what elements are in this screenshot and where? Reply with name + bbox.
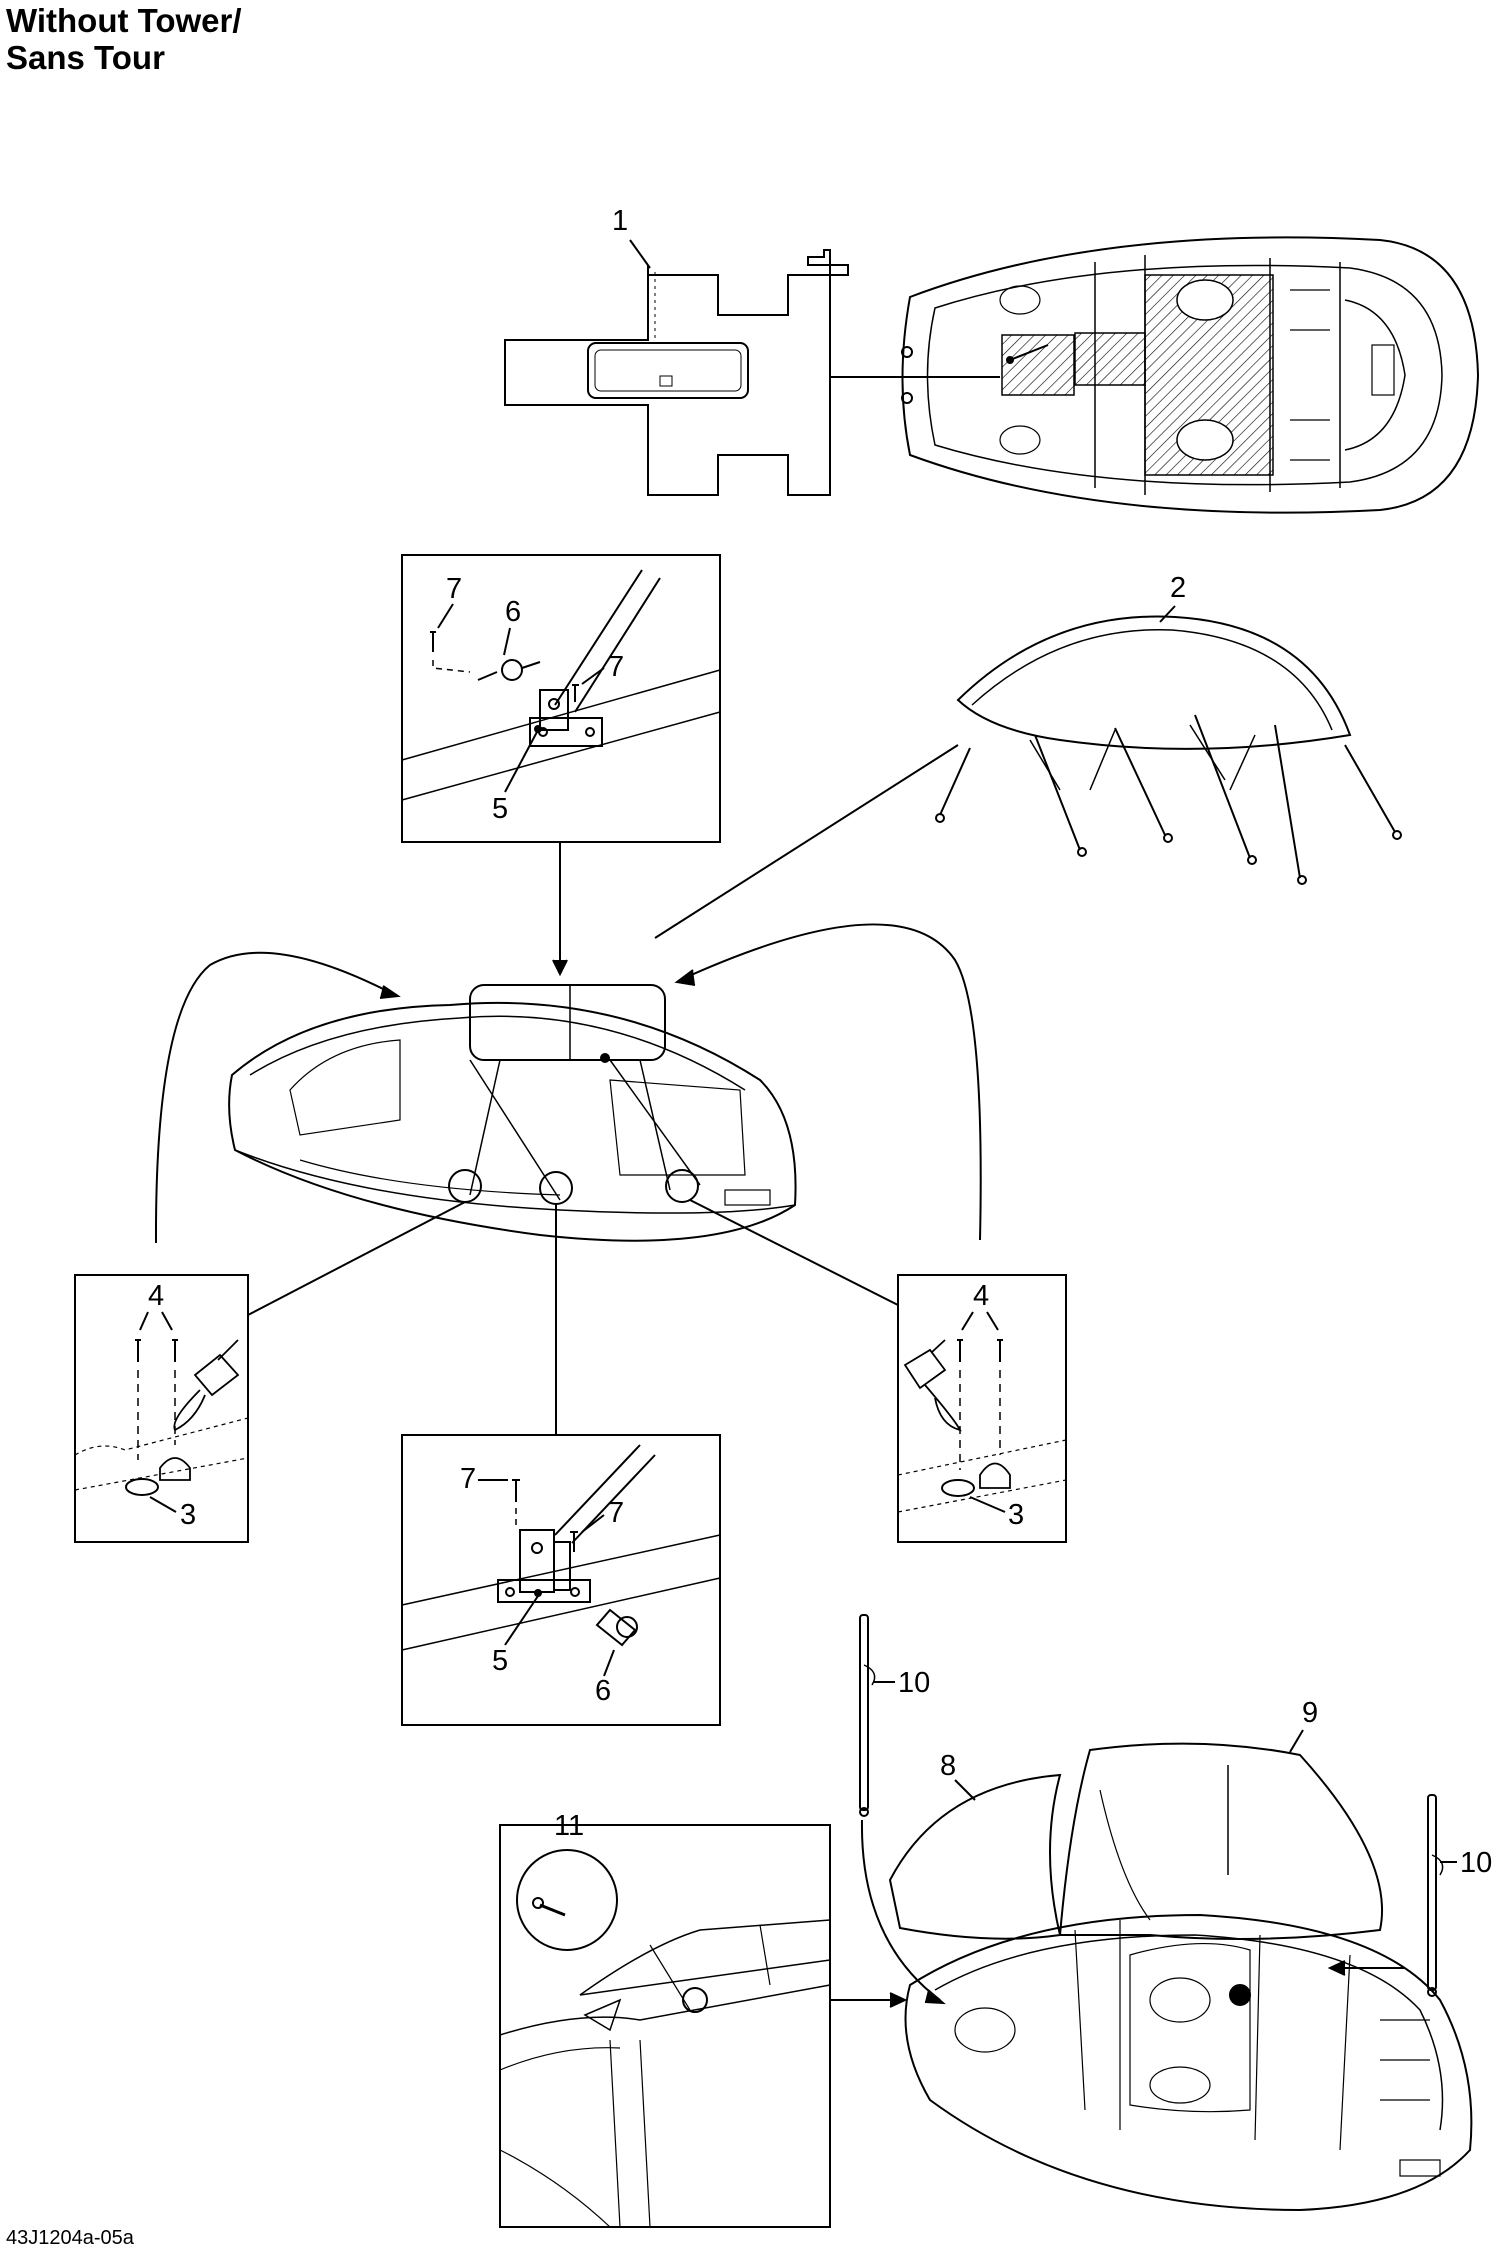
callout-1-leader: [629, 239, 651, 269]
snap-detail-box: [499, 1824, 831, 2228]
callout-3-left: 3: [180, 1499, 196, 1531]
callout-5-upper: 5: [492, 793, 508, 825]
left-strap-detail-box: [74, 1274, 249, 1543]
support-pole-right: [1427, 1794, 1444, 1997]
right-box-connector: [689, 1199, 899, 1306]
callout-3-right-leader: [969, 1496, 1006, 1513]
callout-1: 1: [612, 205, 628, 237]
callout-9: 9: [1302, 1697, 1318, 1729]
mount-point-center: [539, 1171, 573, 1205]
callout-7-upper-left: 7: [446, 573, 462, 605]
upper-fitting-detail: [401, 569, 721, 801]
callout-2: 2: [1170, 572, 1186, 604]
callout-4-right: 4: [973, 1280, 989, 1312]
diagram-title: Without Tower/ Sans Tour: [6, 2, 242, 76]
curve-arrowhead-left: [379, 985, 401, 999]
cockpit-cover-part: [1058, 1742, 1384, 1940]
callout-6-lower: 6: [595, 1675, 611, 1707]
callout-7-upper-left-leader: [437, 603, 454, 629]
callout-7-upper-right-leader: [581, 667, 605, 685]
boat-bottom-view: [904, 1913, 1473, 2212]
callout-3-left-leader: [149, 1496, 177, 1513]
upper-box-arrowhead: [552, 959, 568, 977]
curve-connector-right: [679, 923, 982, 1241]
mount-point-left: [448, 1169, 482, 1203]
snap-box-arrowhead: [889, 1992, 908, 2008]
callout-11: 11: [554, 1810, 584, 1842]
boat-top-view: [901, 236, 1480, 514]
mount-point-right: [665, 1169, 699, 1203]
title-line-2: Sans Tour: [6, 39, 165, 76]
bimini-top-part: [935, 615, 1402, 885]
callout-6-upper-leader: [503, 627, 511, 656]
callout-10-left: 10: [898, 1667, 930, 1699]
pole-connector: [860, 1819, 941, 2001]
floor-mat-part: [504, 249, 849, 496]
bow-cover-part: [888, 1773, 1062, 1940]
callout-7-lower-right-leader: [581, 1514, 605, 1533]
callout-4-left-leaders: [139, 1311, 173, 1331]
callout-6-upper: 6: [505, 596, 521, 628]
callout-5-lower-leader: [504, 1595, 539, 1646]
snap-detail: [499, 1849, 831, 2228]
title-line-1: Without Tower/: [6, 2, 242, 39]
callout-9-leader: [1289, 1729, 1304, 1753]
callout-8: 8: [940, 1750, 956, 1782]
boat-center-view: [228, 984, 797, 1242]
mat-target-line: [1009, 344, 1049, 361]
callout-10-right: 10: [1460, 1847, 1492, 1879]
pole-connector-arrowhead: [924, 1989, 946, 2005]
callout-4-left: 4: [148, 1280, 164, 1312]
lower-fitting-detail-box: [401, 1434, 721, 1726]
callout-7-lower-right: 7: [608, 1497, 624, 1529]
figure-code: 43J1204a-05a: [6, 2227, 134, 2249]
callout-6-lower-leader: [603, 1649, 615, 1677]
left-box-connector: [247, 1201, 466, 1316]
mat-target-dot: [1006, 356, 1014, 364]
right-strap-detail: [897, 1339, 1067, 1513]
callout-3-right: 3: [1008, 1499, 1024, 1531]
callout-7-upper-right: 7: [608, 651, 624, 683]
callout-2-leader: [1159, 605, 1176, 623]
callout-4-right-leaders: [961, 1311, 999, 1331]
callout-5-upper-leader: [504, 729, 539, 793]
callout-8-leader: [954, 1779, 976, 1801]
left-strap-detail: [74, 1339, 249, 1496]
curve-connector-left: [154, 951, 396, 1244]
bimini-connector: [654, 744, 959, 939]
right-strap-detail-box: [897, 1274, 1067, 1543]
lower-fitting-detail: [401, 1444, 721, 1651]
curve-arrowhead-right: [674, 969, 696, 986]
support-pole-left: [859, 1614, 876, 1817]
callout-7-lower-left: 7: [460, 1463, 476, 1495]
cover-arrowhead: [1327, 1960, 1346, 1976]
callout-5-lower: 5: [492, 1645, 508, 1677]
